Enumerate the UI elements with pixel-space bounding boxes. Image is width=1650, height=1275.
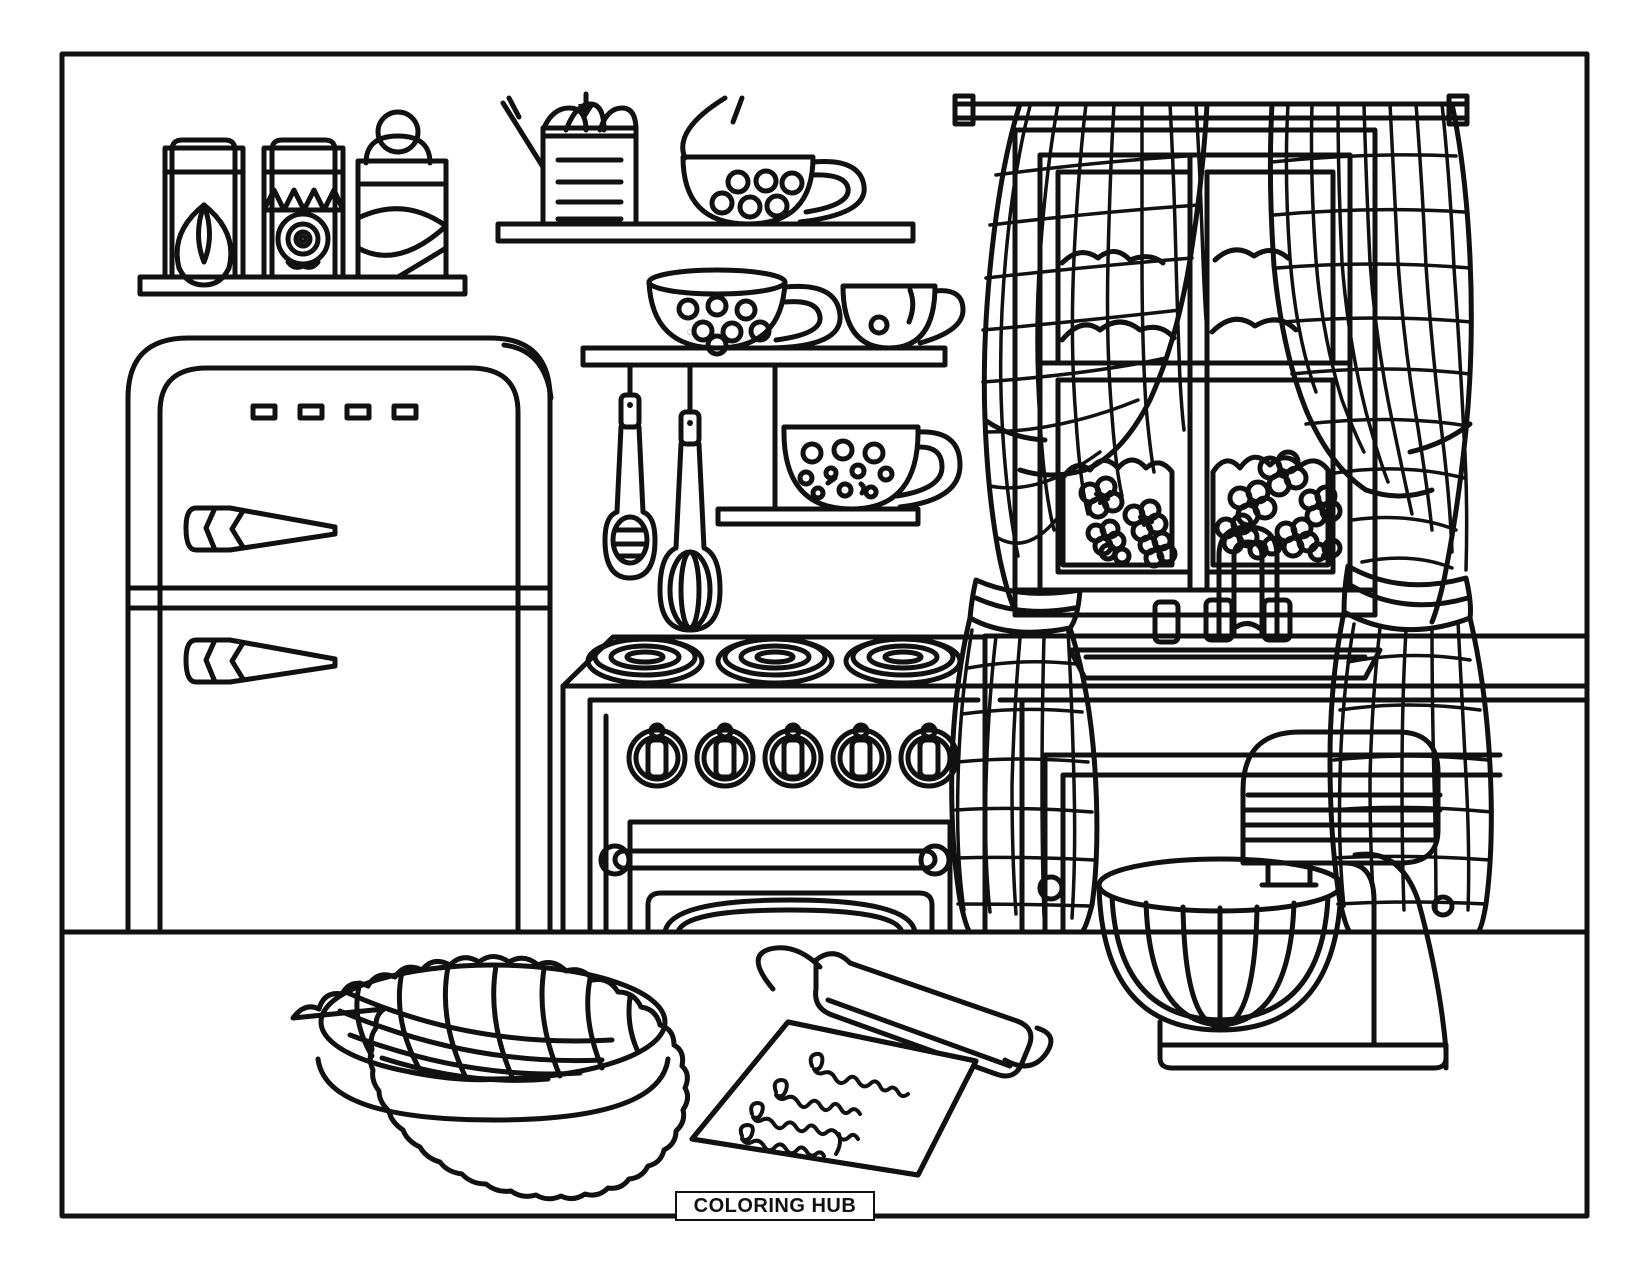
lower-shelf (715, 506, 921, 527)
recipe-card (689, 1019, 979, 1178)
curtain-right (1267, 101, 1494, 935)
watermark-badge: COLORING HUB (675, 1191, 875, 1221)
fridge-handle-top (183, 505, 338, 553)
sink-basin (1067, 647, 1383, 681)
lattice-pie (290, 954, 691, 1202)
stove-knob-4[interactable] (830, 722, 892, 789)
rolling-pin (755, 945, 1054, 1079)
window-flowers-left (1060, 457, 1178, 569)
stove-knob-1[interactable] (626, 722, 688, 789)
fridge-divider (125, 585, 553, 935)
faucet[interactable] (1152, 524, 1293, 645)
faucet-handle-right[interactable] (1261, 597, 1293, 643)
stove-knob-3[interactable] (762, 722, 824, 789)
fridge-vents (250, 403, 419, 421)
cabinet-knob-left[interactable] (1037, 874, 1065, 902)
watermark-label: COLORING HUB (693, 1194, 857, 1217)
steam-cup (680, 95, 745, 161)
oven-handle[interactable] (598, 843, 952, 877)
stove-burners (585, 636, 963, 686)
curtain-left (949, 101, 1210, 935)
sink-counter (982, 633, 1590, 935)
window-flowers-right (1210, 449, 1343, 568)
hanging-whisk (657, 409, 723, 633)
curtain-right-skirt-pattern (1330, 620, 1494, 912)
canister-zigzag (261, 137, 346, 280)
window (1012, 127, 1378, 618)
upper-shelf (495, 221, 916, 244)
cabinet-knob-right[interactable] (1431, 894, 1455, 918)
lower-cabinet[interactable] (997, 697, 1590, 935)
curtain-left-pattern (981, 102, 1208, 558)
hanging-slotted-spoon (602, 392, 658, 581)
small-cup (840, 283, 966, 351)
steaming-container (500, 91, 639, 227)
stand-mixer (1096, 729, 1449, 1071)
canister-swirl (355, 109, 449, 280)
middle-shelf (580, 345, 948, 368)
faucet-handle-left[interactable] (1203, 597, 1235, 643)
oven-door[interactable] (598, 819, 953, 935)
curtain-right-pattern (1270, 102, 1473, 572)
faucet-sprayer[interactable] (1152, 599, 1181, 645)
steam-left (500, 95, 546, 170)
canister-olive (162, 137, 246, 288)
stove-knob-2[interactable] (694, 722, 756, 789)
fridge-handle-bottom (183, 637, 338, 685)
stove-knobs (626, 722, 960, 789)
pie-lattice (337, 963, 641, 1083)
hanging-rail (627, 362, 778, 512)
refrigerator (125, 335, 554, 935)
polka-cup-bottom (781, 424, 963, 512)
recipe-card-handwriting (738, 1051, 910, 1158)
polka-cup-top (680, 95, 867, 227)
polka-cup-large (646, 267, 843, 357)
